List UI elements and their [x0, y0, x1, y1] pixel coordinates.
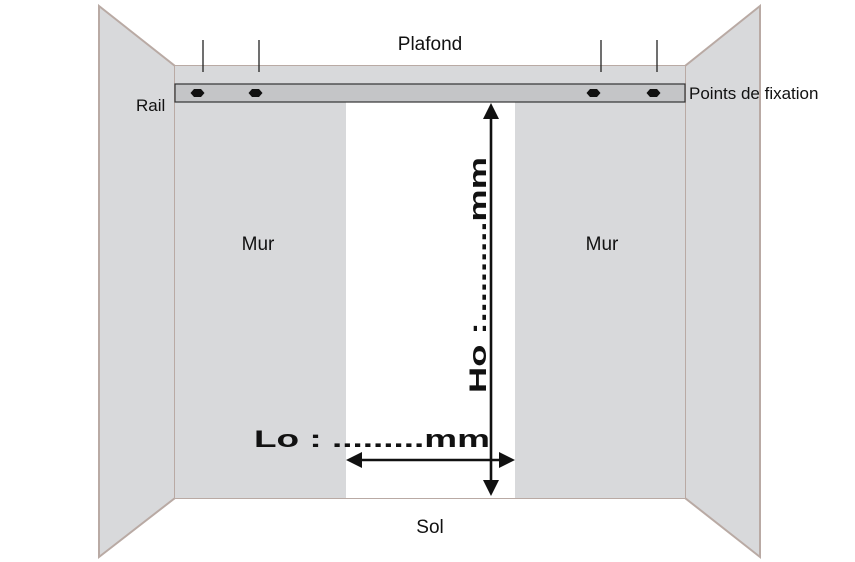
left-side-wall: [98, 3, 176, 560]
ceiling-label: Plafond: [398, 34, 462, 55]
fixing-point-bolts: [190, 89, 661, 97]
front-wall-top: [346, 66, 515, 84]
door-opening: [346, 103, 515, 498]
wall-right-label: Mur: [586, 234, 619, 255]
rail-label: Rail: [136, 96, 165, 115]
bolt-icon: [248, 89, 263, 97]
arrow-up-icon: [483, 103, 499, 119]
fixing-lines: [202, 40, 658, 72]
height-label: Ho :..........mm: [465, 157, 492, 393]
wall-left-label: Mur: [242, 234, 275, 255]
rail-bar: [174, 83, 686, 103]
bolt-icon: [190, 89, 205, 97]
width-dimension-arrow: [346, 452, 515, 468]
fixing-points-label: Points de fixation: [689, 84, 818, 103]
arrow-down-icon: [483, 480, 499, 496]
bolt-icon: [586, 89, 601, 97]
floor-label: Sol: [416, 517, 443, 538]
width-label: Lo : .........mm: [254, 426, 490, 453]
arrow-right-icon: [499, 452, 515, 468]
height-dimension-arrow: [483, 103, 499, 496]
bolt-icon: [646, 89, 661, 97]
front-wall-right: [515, 66, 685, 498]
front-wall-left: [175, 66, 346, 498]
arrow-left-icon: [346, 452, 362, 468]
